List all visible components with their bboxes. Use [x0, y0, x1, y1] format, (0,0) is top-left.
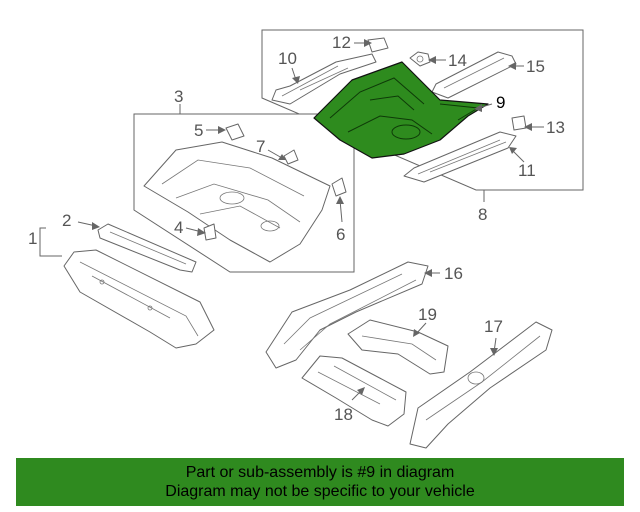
callout-10[interactable]: 10	[278, 49, 297, 68]
callout-6[interactable]: 6	[336, 225, 345, 244]
info-banner: Part or sub-assembly is #9 in diagram Di…	[16, 458, 624, 506]
part-3-rear-panel[interactable]	[143, 141, 331, 263]
part-5-bracket[interactable]	[225, 123, 245, 141]
part-17-side-member[interactable]	[409, 321, 553, 449]
callout-18[interactable]: 18	[334, 405, 353, 424]
callout-15[interactable]: 15	[526, 57, 545, 76]
banner-line-2: Diagram may not be specific to your vehi…	[165, 483, 475, 500]
part-4-bracket[interactable]	[203, 223, 217, 241]
callout-9[interactable]: 9	[496, 93, 505, 112]
parts-diagram: 1 2 3 4 5 6 7 8 9 10 11 12 13 14 15 16 1…	[28, 29, 584, 449]
callout-16[interactable]: 16	[444, 264, 463, 283]
callout-labels: 1 2 3 4 5 6 7 8 9 10 11 12 13 14 15 16 1…	[28, 33, 565, 424]
callout-17[interactable]: 17	[484, 317, 503, 336]
callout-11[interactable]: 11	[518, 161, 536, 180]
callout-2[interactable]: 2	[62, 211, 71, 230]
part-18-member[interactable]	[301, 355, 407, 427]
banner-line-1: Part or sub-assembly is #9 in diagram	[185, 464, 455, 481]
part-6-bracket[interactable]	[331, 177, 347, 197]
callout-7[interactable]: 7	[256, 137, 265, 156]
callout-3[interactable]: 3	[174, 87, 183, 106]
part-11-rail[interactable]	[403, 131, 517, 183]
callout-5[interactable]: 5	[194, 121, 203, 140]
part-9-floor-pan[interactable]	[313, 61, 489, 159]
part-12-bracket[interactable]	[367, 37, 389, 53]
callout-19[interactable]: 19	[418, 305, 437, 324]
part-13-bracket[interactable]	[511, 115, 527, 131]
part-14-clip[interactable]	[409, 51, 431, 67]
callout-13[interactable]: 13	[546, 118, 565, 137]
callout-4[interactable]: 4	[174, 218, 183, 237]
callout-12[interactable]: 12	[332, 33, 351, 52]
part-16-side-member[interactable]	[265, 261, 429, 369]
part-19-member[interactable]	[347, 319, 449, 375]
callout-8[interactable]: 8	[478, 205, 487, 224]
leader-arrowheads	[92, 39, 532, 395]
callout-1[interactable]: 1	[28, 229, 37, 248]
callout-14[interactable]: 14	[448, 51, 467, 70]
part-1-crossmember[interactable]	[63, 249, 215, 349]
part-10-rail[interactable]	[271, 53, 377, 105]
part-2-reinforcement[interactable]	[97, 223, 197, 273]
part-7-clip[interactable]	[283, 149, 299, 165]
part-15-crossmember[interactable]	[431, 51, 517, 99]
